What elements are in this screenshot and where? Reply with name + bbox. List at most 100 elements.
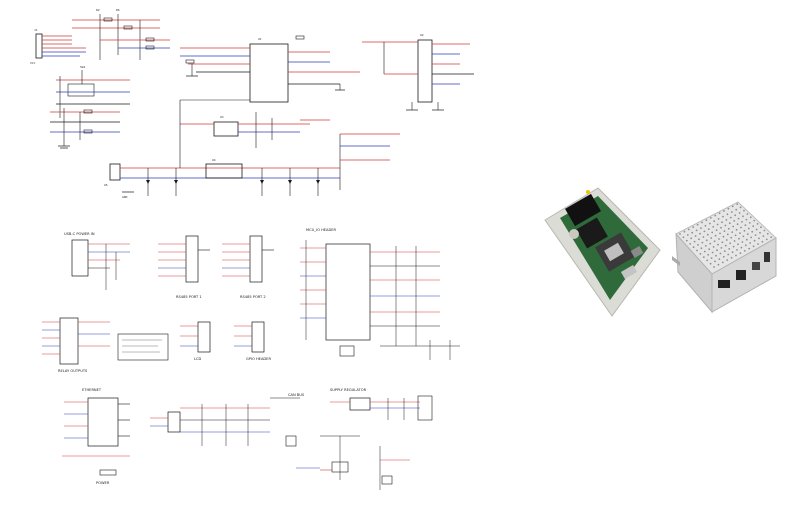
header-ethernet: ETHERNET xyxy=(82,388,102,392)
perforation-hole xyxy=(753,219,756,222)
perforation-hole xyxy=(758,237,760,240)
perforation-hole xyxy=(754,234,757,237)
perforation-hole xyxy=(737,243,739,246)
perforation-hole xyxy=(744,244,747,247)
perforation-hole xyxy=(715,254,717,257)
switch-block: SW1 xyxy=(56,65,130,118)
perforation-hole xyxy=(752,245,755,248)
perforation-hole xyxy=(750,236,753,239)
header-relay: RELAY OUTPUTS xyxy=(58,369,88,373)
perforation-hole xyxy=(739,252,742,255)
bottom-schematic: USB-C POWER IN RS485 PORT 1 xyxy=(42,228,460,490)
perforation-hole xyxy=(713,220,716,223)
mcu-block: MCU_IO HEADER xyxy=(300,228,460,360)
perforation-hole xyxy=(721,221,723,224)
perforation-hole xyxy=(732,245,735,248)
perforation-hole xyxy=(748,247,751,250)
perforation-hole xyxy=(748,222,751,224)
perforation-hole xyxy=(687,228,690,231)
perforation-hole xyxy=(744,224,747,227)
perforation-hole xyxy=(732,225,735,228)
header-can: CAN BUS xyxy=(288,393,305,397)
perforation-hole xyxy=(716,223,719,226)
header-lcd: LCD xyxy=(194,357,202,361)
resistor-network: R2 R6 xyxy=(72,8,170,60)
label-u4: U4 xyxy=(212,158,216,162)
perforation-hole xyxy=(714,214,717,217)
rs485-port-2: RS485 PORT 2 xyxy=(222,235,274,299)
perforation-hole xyxy=(702,256,705,258)
perforation-hole xyxy=(743,229,746,232)
perforation-hole xyxy=(740,246,743,249)
supply-block: SUPPLY REGULATOR xyxy=(296,388,433,490)
perforation-hole xyxy=(699,232,701,235)
perforation-hole xyxy=(718,212,721,215)
label-j1: J1 xyxy=(34,28,38,32)
perforation-hole xyxy=(695,229,698,232)
perforation-hole xyxy=(747,227,750,230)
perforation-hole xyxy=(715,229,718,232)
perforation-hole xyxy=(757,243,759,245)
connector-j1: J1 VCC xyxy=(30,28,86,65)
label-u1: U1 xyxy=(258,37,262,41)
header-supply: SUPPLY REGULATOR xyxy=(330,388,367,392)
perforation-hole xyxy=(702,236,705,238)
perforation-hole xyxy=(722,255,725,258)
header-io: GPIO HEADER xyxy=(246,357,271,361)
perforation-hole xyxy=(696,249,698,252)
label-sw1: SW1 xyxy=(80,65,86,69)
perforation-hole xyxy=(746,233,749,236)
perforation-hole xyxy=(723,250,726,253)
perforation-hole xyxy=(731,251,734,254)
perforation-hole xyxy=(728,248,731,250)
perforation-hole xyxy=(711,231,714,234)
perforation-hole xyxy=(730,211,733,213)
perforation-hole xyxy=(706,259,709,262)
perforation-hole xyxy=(716,249,718,252)
perforation-hole xyxy=(727,253,730,256)
perforation-hole xyxy=(723,210,725,212)
perforation-hole xyxy=(728,222,731,225)
perforation-hole xyxy=(685,239,688,242)
header-rs485-2: RS485 PORT 2 xyxy=(240,295,266,299)
perforation-hole xyxy=(718,238,720,240)
perforation-hole xyxy=(727,207,730,210)
perforation-hole xyxy=(735,208,738,211)
label-u5: U5 xyxy=(104,183,108,187)
perforation-hole xyxy=(723,230,726,233)
perforation-hole xyxy=(696,223,699,226)
perforation-hole xyxy=(710,257,713,259)
perforation-hole xyxy=(746,213,749,215)
perforation-hole xyxy=(712,246,715,248)
perforation-hole xyxy=(739,232,741,235)
perforation-hole xyxy=(751,230,754,233)
regulator-u3: U3 xyxy=(180,112,330,148)
perforation-hole xyxy=(713,266,715,268)
perforation-hole xyxy=(682,236,685,239)
perforation-hole xyxy=(741,241,744,243)
perforation-hole xyxy=(721,261,724,264)
perforation-hole xyxy=(703,250,706,253)
perforation-hole xyxy=(709,217,712,219)
perforation-hole xyxy=(720,226,722,229)
label-r6: R6 xyxy=(116,8,120,12)
perforation-hole xyxy=(729,242,732,245)
perforation-hole xyxy=(697,244,699,246)
perforation-hole xyxy=(709,242,712,245)
perforation-hole xyxy=(756,223,759,225)
perforation-hole xyxy=(708,248,711,251)
perforation-hole xyxy=(725,219,728,221)
perforation-hole xyxy=(690,237,693,240)
rs485-port-1: RS485 PORT 1 xyxy=(158,235,210,299)
perforation-hole xyxy=(719,252,722,255)
perforation-hole xyxy=(711,251,714,254)
header-pwr: POWER xyxy=(96,481,110,485)
perforation-hole xyxy=(730,236,733,239)
label-r2: R2 xyxy=(96,8,100,12)
perforation-hole xyxy=(704,224,707,227)
perforation-hole xyxy=(736,223,739,226)
perforation-hole xyxy=(692,226,695,229)
perforation-hole xyxy=(761,240,764,243)
label-u3: U3 xyxy=(220,115,224,119)
